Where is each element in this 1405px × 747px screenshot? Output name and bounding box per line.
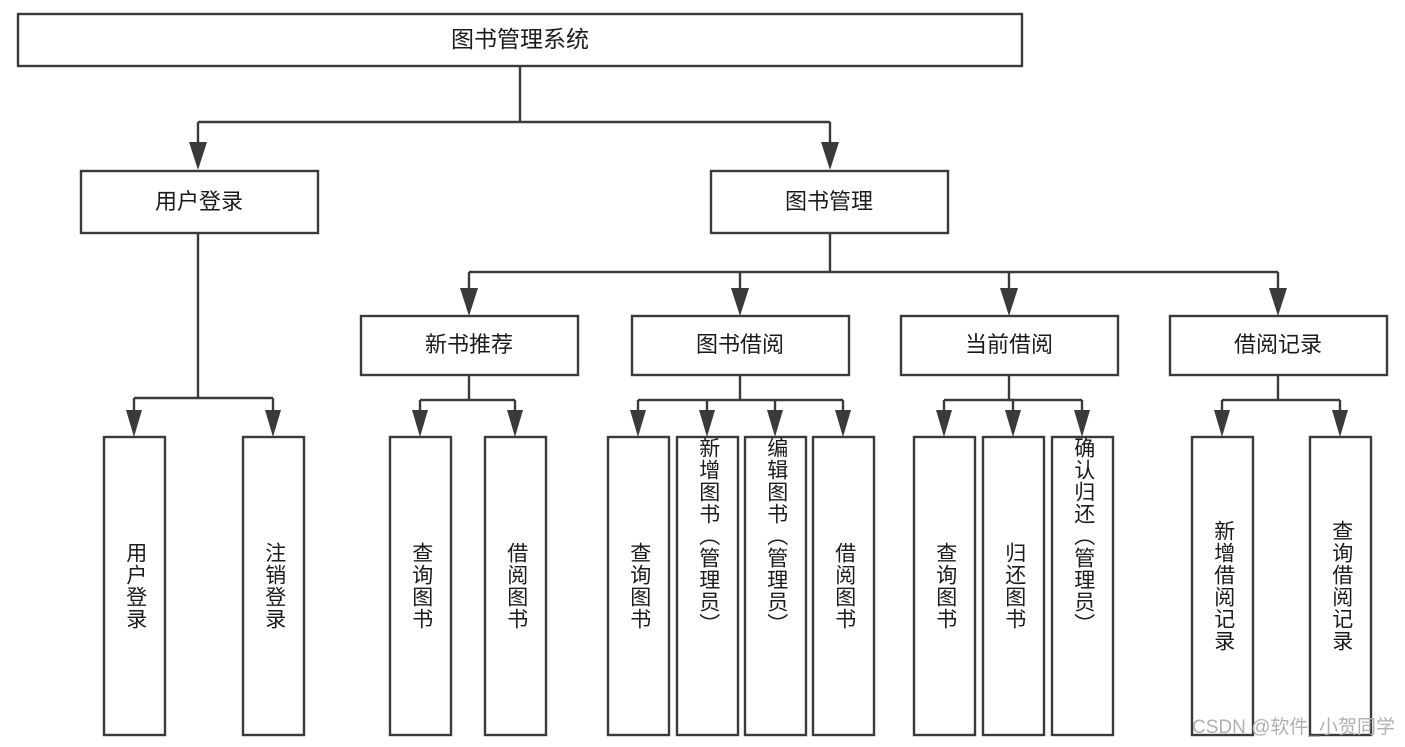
node-root-box[interactable] bbox=[16, 12, 1024, 68]
node-book-borrow[interactable]: 图书借阅 bbox=[630, 314, 851, 377]
leaf-box-current-borrow-1[interactable] bbox=[981, 435, 1046, 737]
node-borrow-record[interactable]: 借阅记录 bbox=[1168, 314, 1389, 377]
arrow-head-new-book bbox=[460, 288, 478, 316]
arrow-head-record-l2 bbox=[1332, 410, 1348, 437]
leaf-box-borrow-record-1[interactable] bbox=[1308, 435, 1373, 737]
node-borrow-record-label: 借阅记录 bbox=[1234, 332, 1322, 357]
node-user-login[interactable]: 用户登录 bbox=[79, 169, 320, 235]
arrow-head-userlogin-l2 bbox=[265, 410, 281, 437]
leaf-box-current-borrow-2[interactable] bbox=[1050, 435, 1115, 737]
connector-group-record bbox=[1214, 375, 1348, 437]
arrow-head-current-l1 bbox=[936, 410, 952, 437]
arrow-head-borrow-l1 bbox=[630, 410, 646, 437]
arrow-head-borrow bbox=[731, 288, 749, 316]
connector-group-borrow bbox=[630, 375, 851, 437]
leaf-box-book-borrow-1[interactable] bbox=[675, 435, 740, 737]
node-book-management-label: 图书管理 bbox=[785, 189, 873, 214]
leaf-box-book-borrow-3[interactable] bbox=[811, 435, 876, 737]
node-current-borrow-box[interactable] bbox=[899, 314, 1120, 377]
arrow-head-newbook-l1 bbox=[412, 410, 428, 437]
leaf-box-book-borrow-0[interactable] bbox=[606, 435, 671, 737]
arrow-head-book-mgmt bbox=[821, 142, 839, 170]
leaf-box-current-borrow-0[interactable] bbox=[912, 435, 977, 737]
watermark-text: CSDN @软件_小贺同学 bbox=[1192, 717, 1395, 738]
node-new-book-recommend-box[interactable] bbox=[359, 314, 580, 377]
connector-group-root bbox=[189, 66, 839, 170]
arrow-head-borrow-l4 bbox=[835, 410, 851, 437]
node-new-book-recommend[interactable]: 新书推荐 bbox=[359, 314, 580, 377]
node-user-login-label: 用户登录 bbox=[155, 189, 243, 214]
arrow-head-user-login bbox=[189, 142, 207, 170]
node-new-book-recommend-label: 新书推荐 bbox=[425, 332, 513, 357]
leaf-box-borrow-record-0[interactable] bbox=[1190, 435, 1255, 737]
connector-group-user-login bbox=[126, 233, 281, 437]
node-current-borrow[interactable]: 当前借阅 bbox=[899, 314, 1120, 377]
node-root[interactable]: 图书管理系统 bbox=[16, 12, 1024, 68]
connector-group-book-mgmt bbox=[460, 233, 1287, 316]
leaf-box-user-login-1[interactable] bbox=[241, 435, 306, 737]
arrow-head-newbook-l2 bbox=[507, 410, 523, 437]
connector-group-current bbox=[936, 375, 1090, 437]
leaf-box-new-book-1[interactable] bbox=[483, 435, 548, 737]
node-book-borrow-box[interactable] bbox=[630, 314, 851, 377]
arrow-head-borrow-l2 bbox=[699, 410, 715, 437]
node-book-management[interactable]: 图书管理 bbox=[709, 169, 950, 235]
connector-group-new-book bbox=[412, 375, 523, 437]
node-root-label: 图书管理系统 bbox=[451, 26, 589, 52]
arrow-head-current-l2 bbox=[1005, 410, 1021, 437]
arrow-head-current bbox=[1000, 288, 1018, 316]
node-book-borrow-label: 图书借阅 bbox=[696, 332, 784, 357]
node-borrow-record-box[interactable] bbox=[1168, 314, 1389, 377]
leaf-box-user-login-0[interactable] bbox=[102, 435, 167, 737]
arrow-head-borrow-l3 bbox=[767, 410, 783, 437]
arrow-head-record bbox=[1269, 288, 1287, 316]
leaf-box-new-book-0[interactable] bbox=[388, 435, 453, 737]
arrow-head-record-l1 bbox=[1214, 410, 1230, 437]
node-user-login-box[interactable] bbox=[79, 169, 320, 235]
arrow-head-current-l3 bbox=[1074, 410, 1090, 437]
arrow-head-userlogin-l1 bbox=[126, 410, 142, 437]
node-current-borrow-label: 当前借阅 bbox=[965, 332, 1053, 357]
node-book-management-box[interactable] bbox=[709, 169, 950, 235]
leaf-box-book-borrow-2[interactable] bbox=[743, 435, 808, 737]
